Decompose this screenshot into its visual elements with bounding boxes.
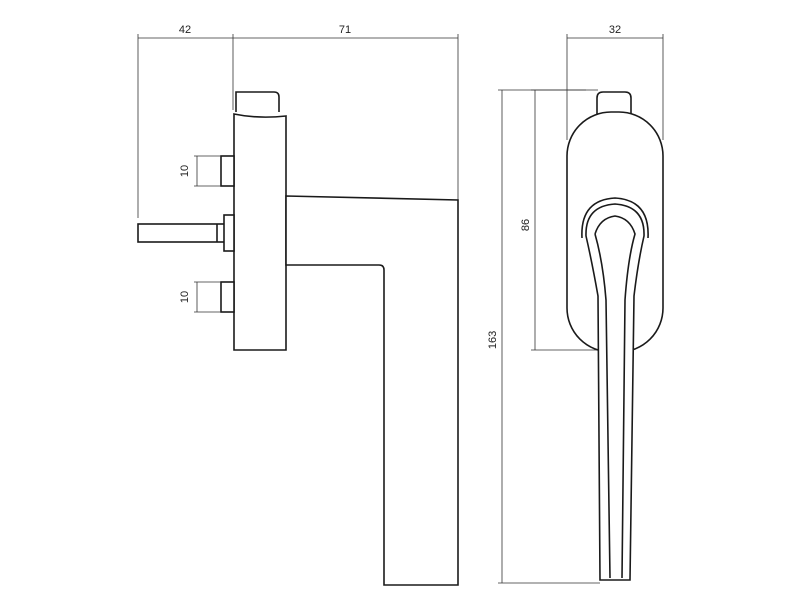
screw-lower [220,281,235,313]
handle-lever-side [285,195,459,586]
handle-grip-front [585,203,645,581]
screw-dimension-lower: 10 [179,281,221,313]
top-dimensions: 42 71 [137,24,459,218]
dim-label-32: 32 [609,24,621,36]
spindle-collar [223,214,235,252]
dim-label-screw-lower: 10 [179,291,191,303]
side-view: 42 71 10 10 [137,24,459,586]
lock-cap-front [596,91,632,114]
front-view: 32 163 86 [487,24,664,584]
dim-label-71: 71 [339,24,351,36]
dim-label-86: 86 [520,219,532,231]
screw-dimension-upper: 10 [179,155,221,187]
handle-grip-inner-edge [594,233,611,579]
dim-label-42: 42 [179,24,191,36]
spindle [137,223,227,243]
handle-ring-outer [581,197,649,239]
screw-upper [220,155,235,187]
lock-cap [235,91,280,112]
dim-label-screw-upper: 10 [179,165,191,177]
dim-label-163: 163 [487,331,499,349]
height-dimension-rosette: 86 [520,89,598,351]
handle-grip-highlight [594,215,636,579]
backplate [233,113,287,351]
width-dimension: 32 [566,24,664,140]
